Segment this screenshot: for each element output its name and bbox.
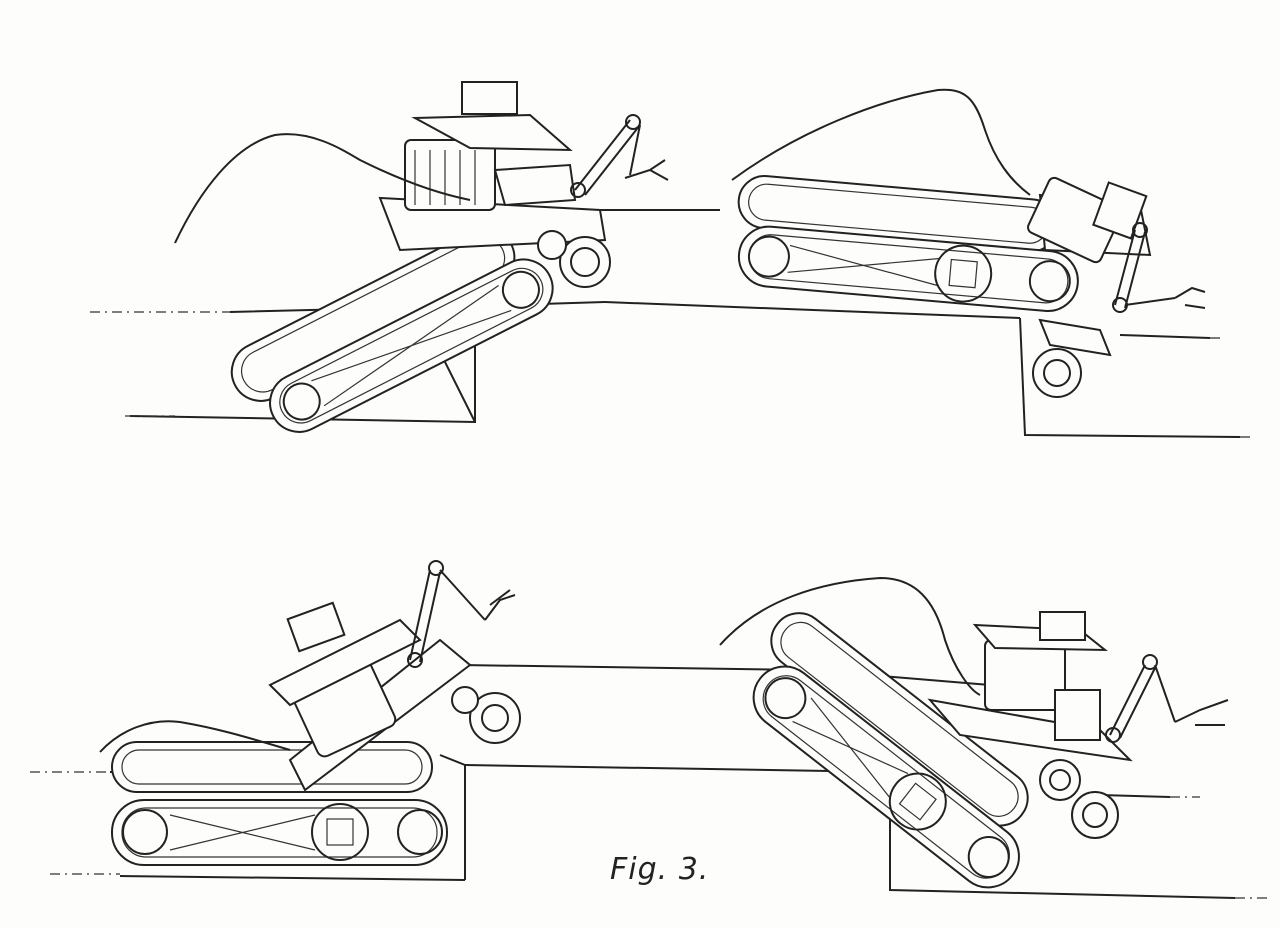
track-icon <box>737 175 1079 313</box>
wheel-icon <box>1032 348 1082 398</box>
robot-body-lower-right <box>927 611 1133 762</box>
gripper-icon <box>1174 286 1206 309</box>
gripper-icon <box>624 159 669 181</box>
step-icon <box>604 301 1250 438</box>
antenna-icon <box>174 133 471 244</box>
panel-lower-right <box>719 576 1270 899</box>
robot-body-lower-left <box>268 601 472 792</box>
panel-lower-left <box>30 560 891 881</box>
track-icon <box>111 741 448 866</box>
panel-upper-right <box>604 88 1250 438</box>
panel-upper-left <box>90 81 720 433</box>
wheel-icon <box>451 686 521 744</box>
robot-body-upper-left <box>378 81 607 252</box>
antenna-icon <box>731 88 1031 196</box>
figure-label: Fig. 3. <box>610 852 710 887</box>
manipulator-arm-icon <box>1112 222 1176 313</box>
step-icon <box>30 664 891 881</box>
gripper-icon <box>484 589 516 621</box>
antenna-icon <box>99 720 291 753</box>
robot-body-upper-right <box>1027 176 1152 357</box>
wheel-icon <box>1039 759 1119 839</box>
track-icon <box>230 227 554 433</box>
wheel-icon <box>537 230 611 288</box>
antenna-icon <box>719 576 981 696</box>
manipulator-arm-icon <box>570 114 641 198</box>
manipulator-arm-icon <box>407 560 486 668</box>
gripper-icon <box>1174 699 1229 726</box>
manipulator-arm-icon <box>1105 654 1176 743</box>
track-icon <box>752 612 1029 889</box>
